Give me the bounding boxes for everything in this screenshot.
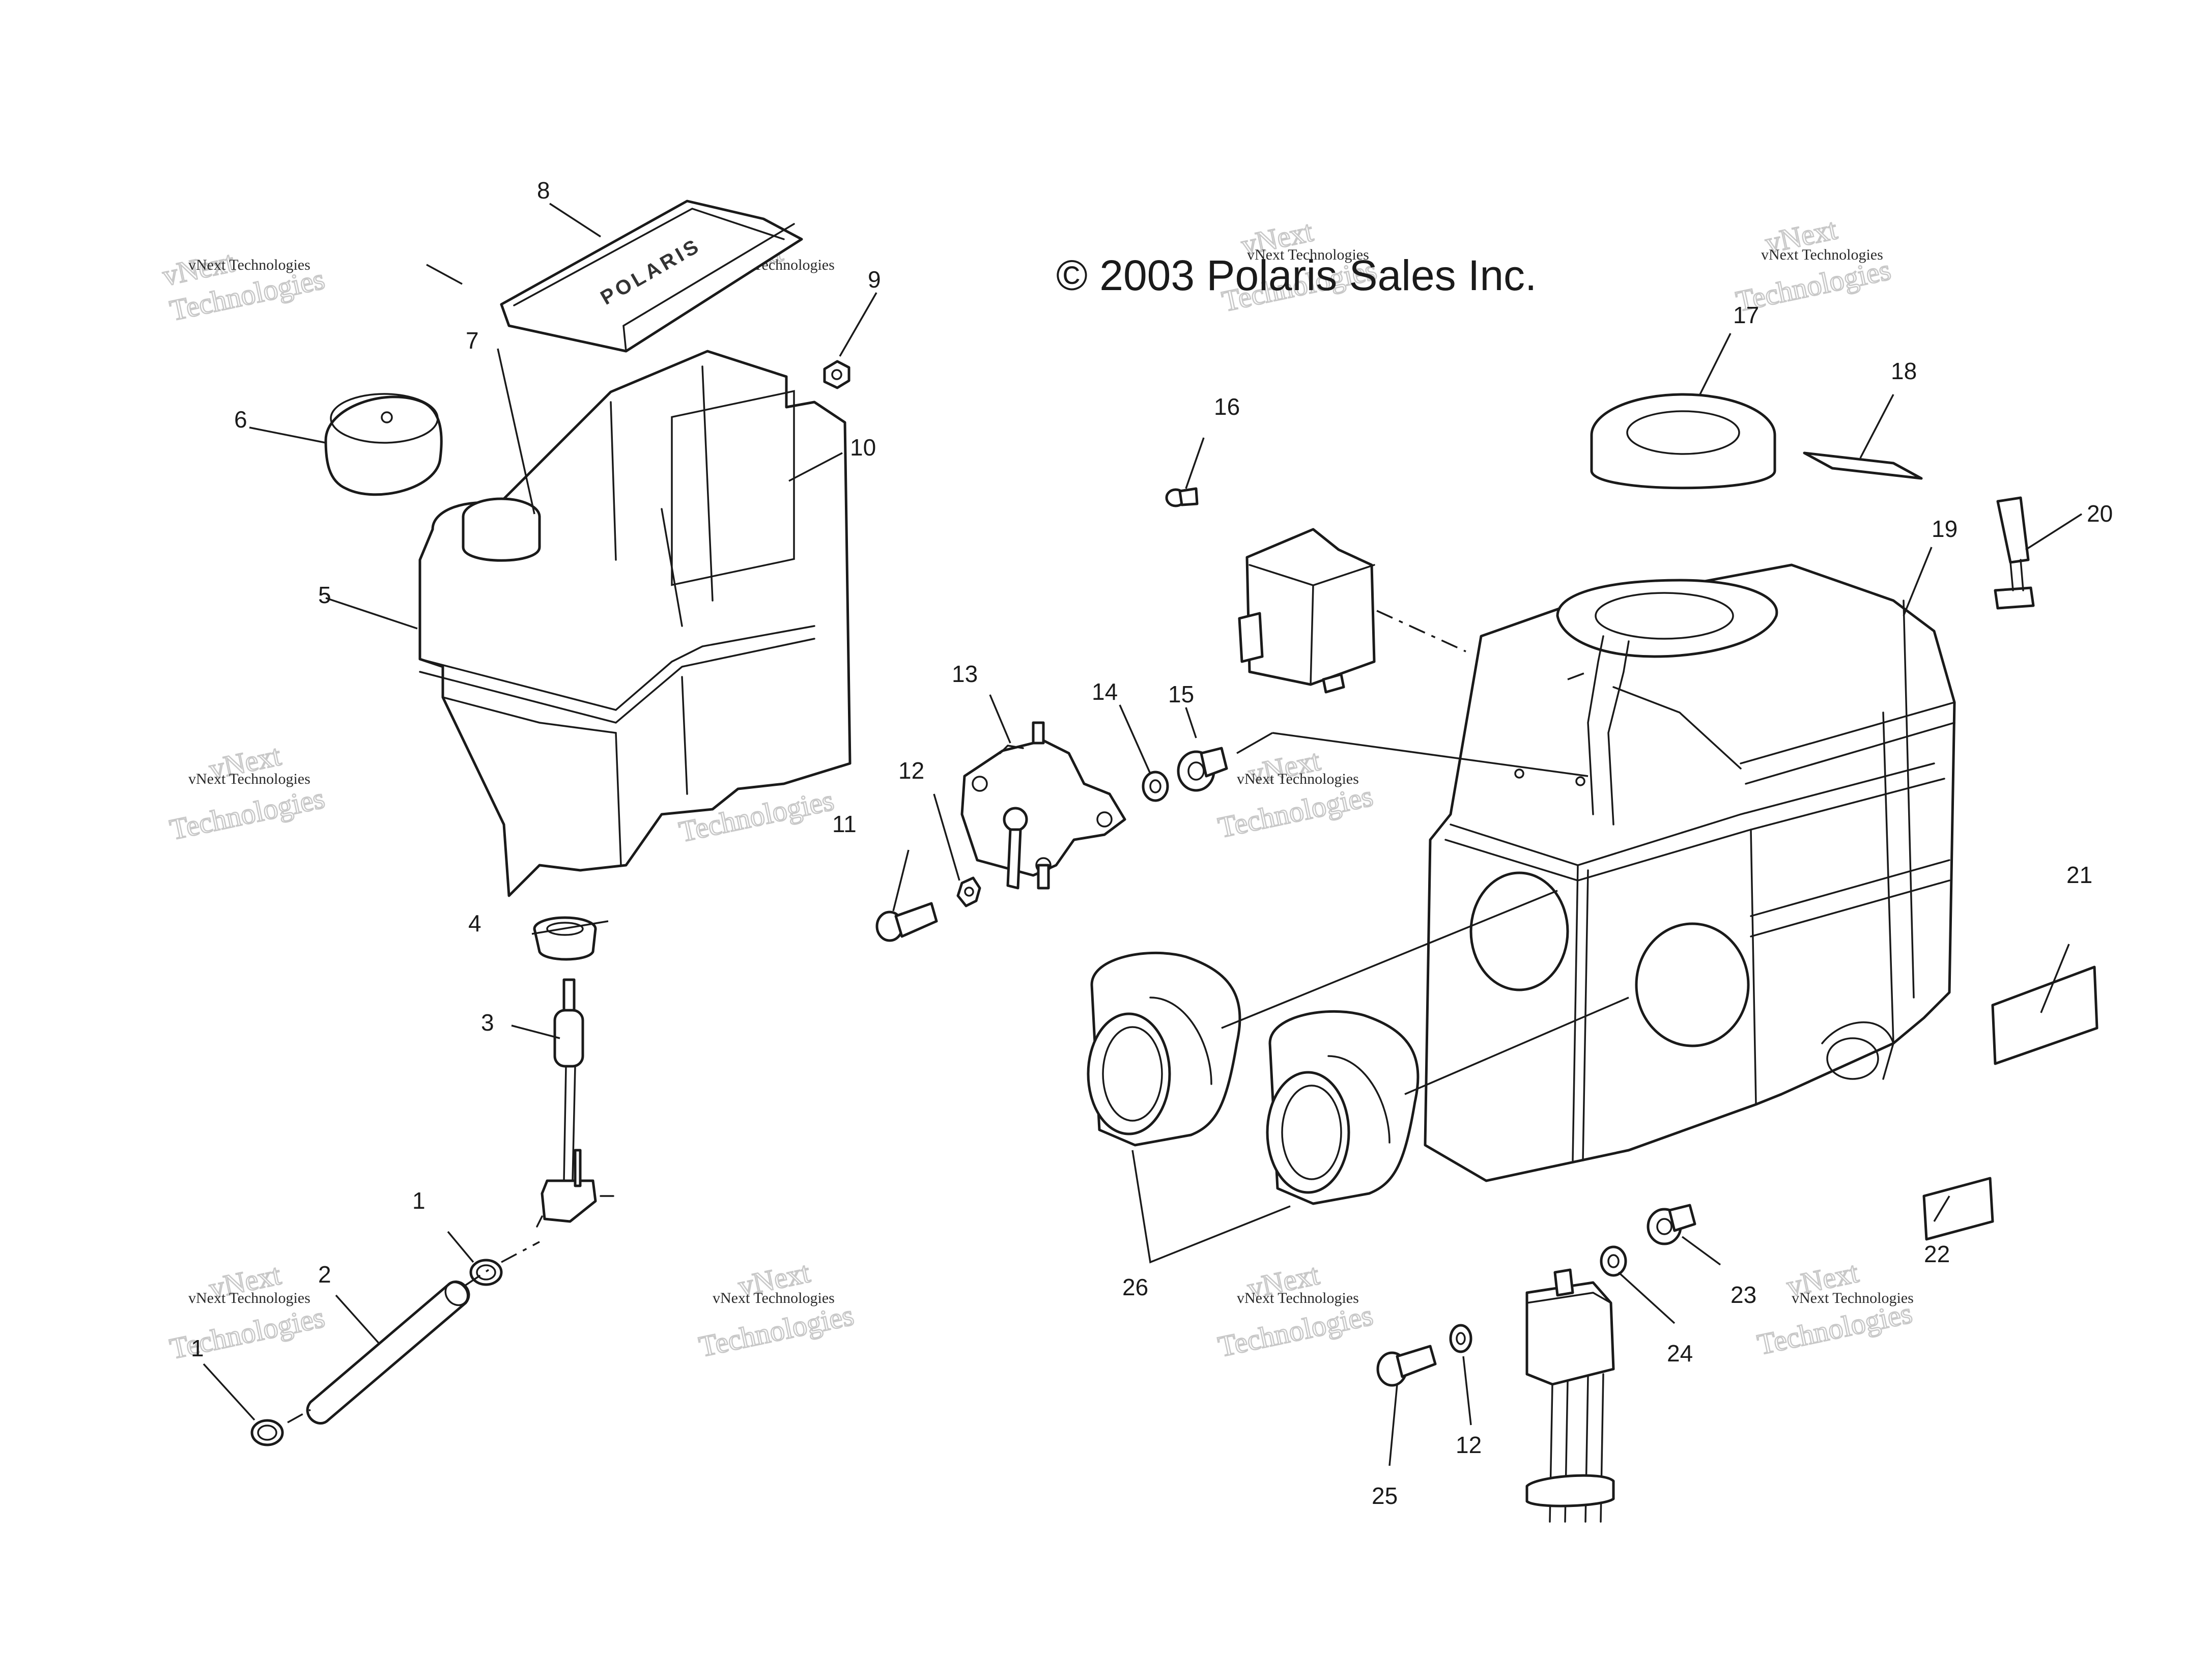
callout-5: 5 bbox=[318, 582, 331, 608]
intake-boot-right[interactable] bbox=[1266, 1010, 1420, 1205]
callout-19: 19 bbox=[1932, 516, 1958, 542]
callout-15: 15 bbox=[1168, 681, 1194, 707]
callout-17: 17 bbox=[1733, 302, 1759, 328]
svg-text:vNext Technologies: vNext Technologies bbox=[1761, 246, 1883, 263]
bushing[interactable] bbox=[1177, 747, 1228, 792]
decal[interactable] bbox=[1803, 451, 1923, 480]
nut[interactable] bbox=[823, 360, 850, 389]
svg-text:vNext Technologies: vNext Technologies bbox=[1237, 1290, 1359, 1306]
retaining-clip[interactable] bbox=[1994, 496, 2035, 610]
callout-10: 10 bbox=[850, 434, 876, 461]
svg-text:vNext Technologies: vNext Technologies bbox=[188, 257, 310, 273]
callout-6: 6 bbox=[234, 406, 247, 433]
screw[interactable] bbox=[875, 902, 938, 942]
svg-text:Technologies: Technologies bbox=[1215, 1298, 1376, 1363]
callout-14: 14 bbox=[1092, 678, 1118, 705]
callout-20: 20 bbox=[2087, 500, 2113, 527]
callout-22: 22 bbox=[1924, 1241, 1950, 1267]
callout-23: 23 bbox=[1731, 1282, 1756, 1308]
callout-24: 24 bbox=[1667, 1340, 1693, 1367]
callout-12: 12 bbox=[1456, 1432, 1482, 1458]
svg-text:Technologies: Technologies bbox=[167, 781, 327, 846]
assembly-line bbox=[1376, 610, 1466, 652]
assembly-line bbox=[1567, 671, 1589, 680]
watermark: vNext vNext Technologies Technologies bbox=[159, 244, 328, 328]
ignition-coil[interactable] bbox=[1525, 1268, 1615, 1523]
svg-text:Technologies: Technologies bbox=[696, 1298, 857, 1363]
callout-11: 11 bbox=[832, 811, 857, 837]
watermark: vNext vNext Technologies Technologies bbox=[1754, 1255, 1916, 1362]
callout-18: 18 bbox=[1891, 358, 1917, 384]
filler-cap[interactable] bbox=[324, 393, 443, 496]
hose-clamp-lower[interactable] bbox=[250, 1419, 284, 1446]
watermark: vNext vNext Technologies Technologies bbox=[1214, 1257, 1376, 1364]
svg-text:vNext Technologies: vNext Technologies bbox=[188, 771, 310, 787]
oil-level-sender[interactable] bbox=[536, 978, 614, 1228]
callout-16: 16 bbox=[1214, 393, 1240, 420]
callout-1: 1 bbox=[191, 1335, 204, 1361]
lock-washer[interactable] bbox=[956, 876, 981, 907]
flange-bolt[interactable] bbox=[1376, 1345, 1437, 1387]
copyright-notice: © 2003 Polaris Sales Inc. bbox=[1056, 251, 1537, 299]
assembly-line bbox=[287, 1241, 540, 1424]
svg-text:vNext Technologies: vNext Technologies bbox=[1247, 246, 1369, 263]
callout-4: 4 bbox=[468, 910, 481, 936]
svg-text:vNext Technologies: vNext Technologies bbox=[188, 1290, 310, 1306]
callout-3: 3 bbox=[481, 1009, 494, 1036]
intake-boot-left[interactable] bbox=[1087, 951, 1241, 1147]
watermark: vNext vNext Technologies Technologies bbox=[695, 1255, 857, 1364]
svg-text:vNext Technologies: vNext Technologies bbox=[713, 1290, 835, 1306]
washer[interactable] bbox=[1600, 1245, 1627, 1277]
washer[interactable] bbox=[1449, 1324, 1472, 1353]
svg-text:vNext Technologies: vNext Technologies bbox=[1237, 771, 1359, 787]
airbox[interactable] bbox=[1424, 563, 1956, 1182]
callout-leaders bbox=[203, 203, 2082, 1466]
watermark: vNext vNext Technologies Technologies bbox=[1214, 743, 1376, 845]
oil-tank[interactable] bbox=[418, 350, 852, 897]
callout-25: 25 bbox=[1372, 1483, 1398, 1509]
decal[interactable] bbox=[1991, 965, 2098, 1065]
cdi-module[interactable] bbox=[1238, 528, 1376, 694]
svg-text:Technologies: Technologies bbox=[1215, 779, 1376, 844]
callout-7: 7 bbox=[466, 327, 479, 354]
washer[interactable] bbox=[1142, 771, 1169, 802]
callout-26: 26 bbox=[1122, 1274, 1148, 1300]
watermark: vNext vNext Technologies Technologies bbox=[166, 738, 328, 847]
callout-8: 8 bbox=[537, 177, 550, 204]
callout-9: 9 bbox=[868, 266, 881, 293]
decal[interactable] bbox=[1922, 1177, 1994, 1241]
tank-cover[interactable]: POLARIS bbox=[500, 200, 803, 353]
oil-pump[interactable] bbox=[960, 721, 1126, 890]
oil-hose[interactable] bbox=[306, 1278, 472, 1425]
callout-numbers: 1 2 1 3 4 5 6 7 8 9 10 11 12 13 14 15 16… bbox=[191, 177, 2113, 1509]
hose-clamp-upper[interactable] bbox=[469, 1259, 503, 1286]
callout-12: 12 bbox=[898, 757, 924, 784]
grommet[interactable] bbox=[533, 916, 597, 961]
callout-21: 21 bbox=[2066, 862, 2092, 888]
bushing[interactable] bbox=[1647, 1204, 1696, 1245]
foam-filter-ring[interactable] bbox=[1590, 393, 1776, 490]
svg-text:vNext Technologies: vNext Technologies bbox=[1792, 1290, 1914, 1306]
callout-1: 1 bbox=[412, 1187, 426, 1214]
bolt[interactable] bbox=[1165, 487, 1199, 507]
callout-2: 2 bbox=[318, 1261, 331, 1288]
callout-13: 13 bbox=[952, 661, 978, 687]
